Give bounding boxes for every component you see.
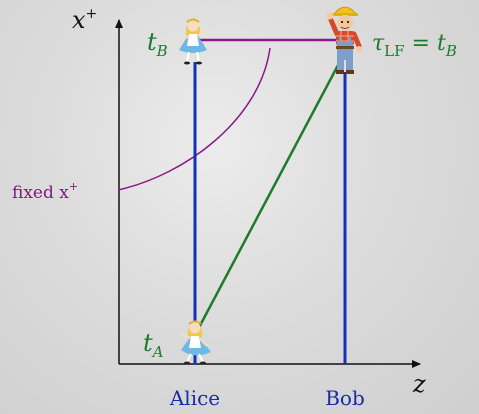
tau-equals-t-subscript: B (445, 42, 457, 60)
fixed-x-plus-label: fixed x+ (12, 180, 78, 203)
vertical-axis-label: x+ (72, 6, 97, 34)
fixed-x-plus-sup: + (69, 180, 78, 193)
light-ray-line (195, 52, 345, 335)
alice-figure-icon (179, 20, 207, 65)
tau-lf-label: τLF = tB (372, 31, 457, 60)
t-a-subscript: A (151, 343, 164, 361)
t-b-label: tB (147, 28, 168, 60)
tau-lf-subscript: LF (384, 42, 404, 60)
t-b-subscript: B (156, 42, 168, 60)
alice-label: Alice (169, 386, 220, 410)
tau-equals-t: = t (405, 31, 446, 56)
t-a-label: tA (143, 329, 164, 361)
vertical-axis-label-sup: + (86, 6, 98, 22)
bob-label: Bob (325, 386, 365, 410)
horizontal-axis-label: z (412, 370, 426, 398)
